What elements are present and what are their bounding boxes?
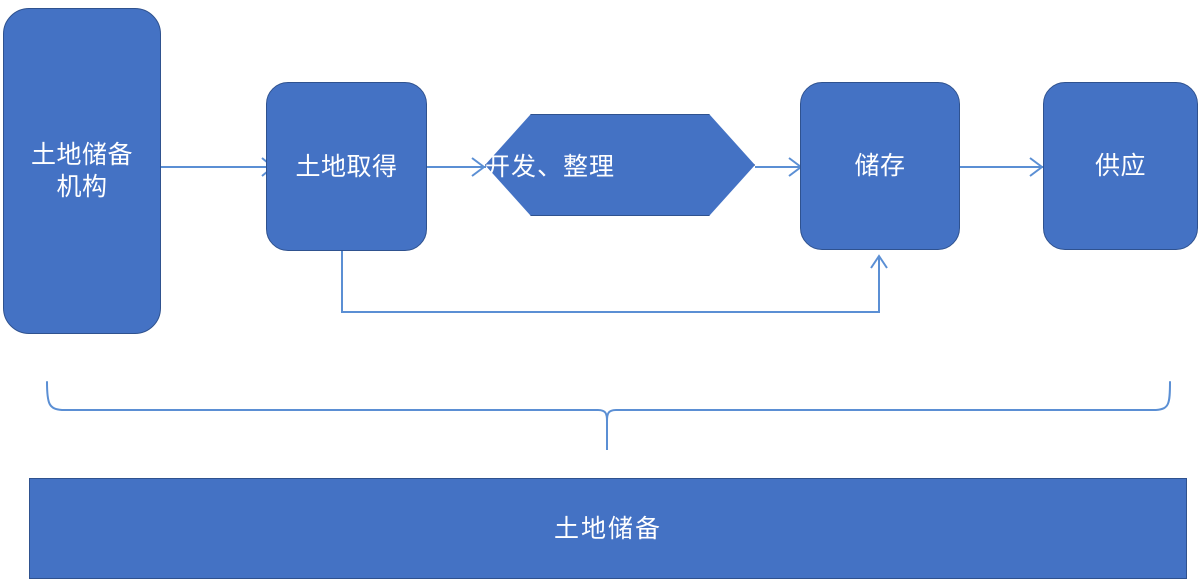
- node-land-reserve-agency[interactable]: 土地储备 机构: [3, 8, 161, 334]
- node-label-develop: 开发、整理: [485, 153, 616, 181]
- node-supply[interactable]: 供应: [1043, 82, 1198, 250]
- connector-store-to-supply: [960, 157, 1044, 177]
- connector-agency-to-acquire: [161, 157, 275, 177]
- hexagon-shape: [485, 114, 755, 216]
- node-label-agency: 土地储备 机构: [30, 141, 133, 201]
- banner-land-reserve[interactable]: 土地储备: [29, 478, 1187, 579]
- node-label-store: 储存: [854, 152, 906, 180]
- banner-label: 土地储备: [553, 514, 662, 543]
- connector-acquire-to-develop: [427, 157, 486, 177]
- node-land-acquisition[interactable]: 土地取得: [266, 82, 427, 251]
- connector-develop-to-store: [755, 157, 803, 177]
- connector-acquire-to-store-feedback: [341, 251, 888, 313]
- node-label-acquire: 土地取得: [295, 152, 398, 181]
- scope-brace: [46, 381, 1171, 450]
- node-label-supply: 供应: [1094, 152, 1146, 180]
- node-development-consolidation[interactable]: 开发、整理: [485, 114, 755, 216]
- node-storage[interactable]: 储存: [800, 82, 960, 250]
